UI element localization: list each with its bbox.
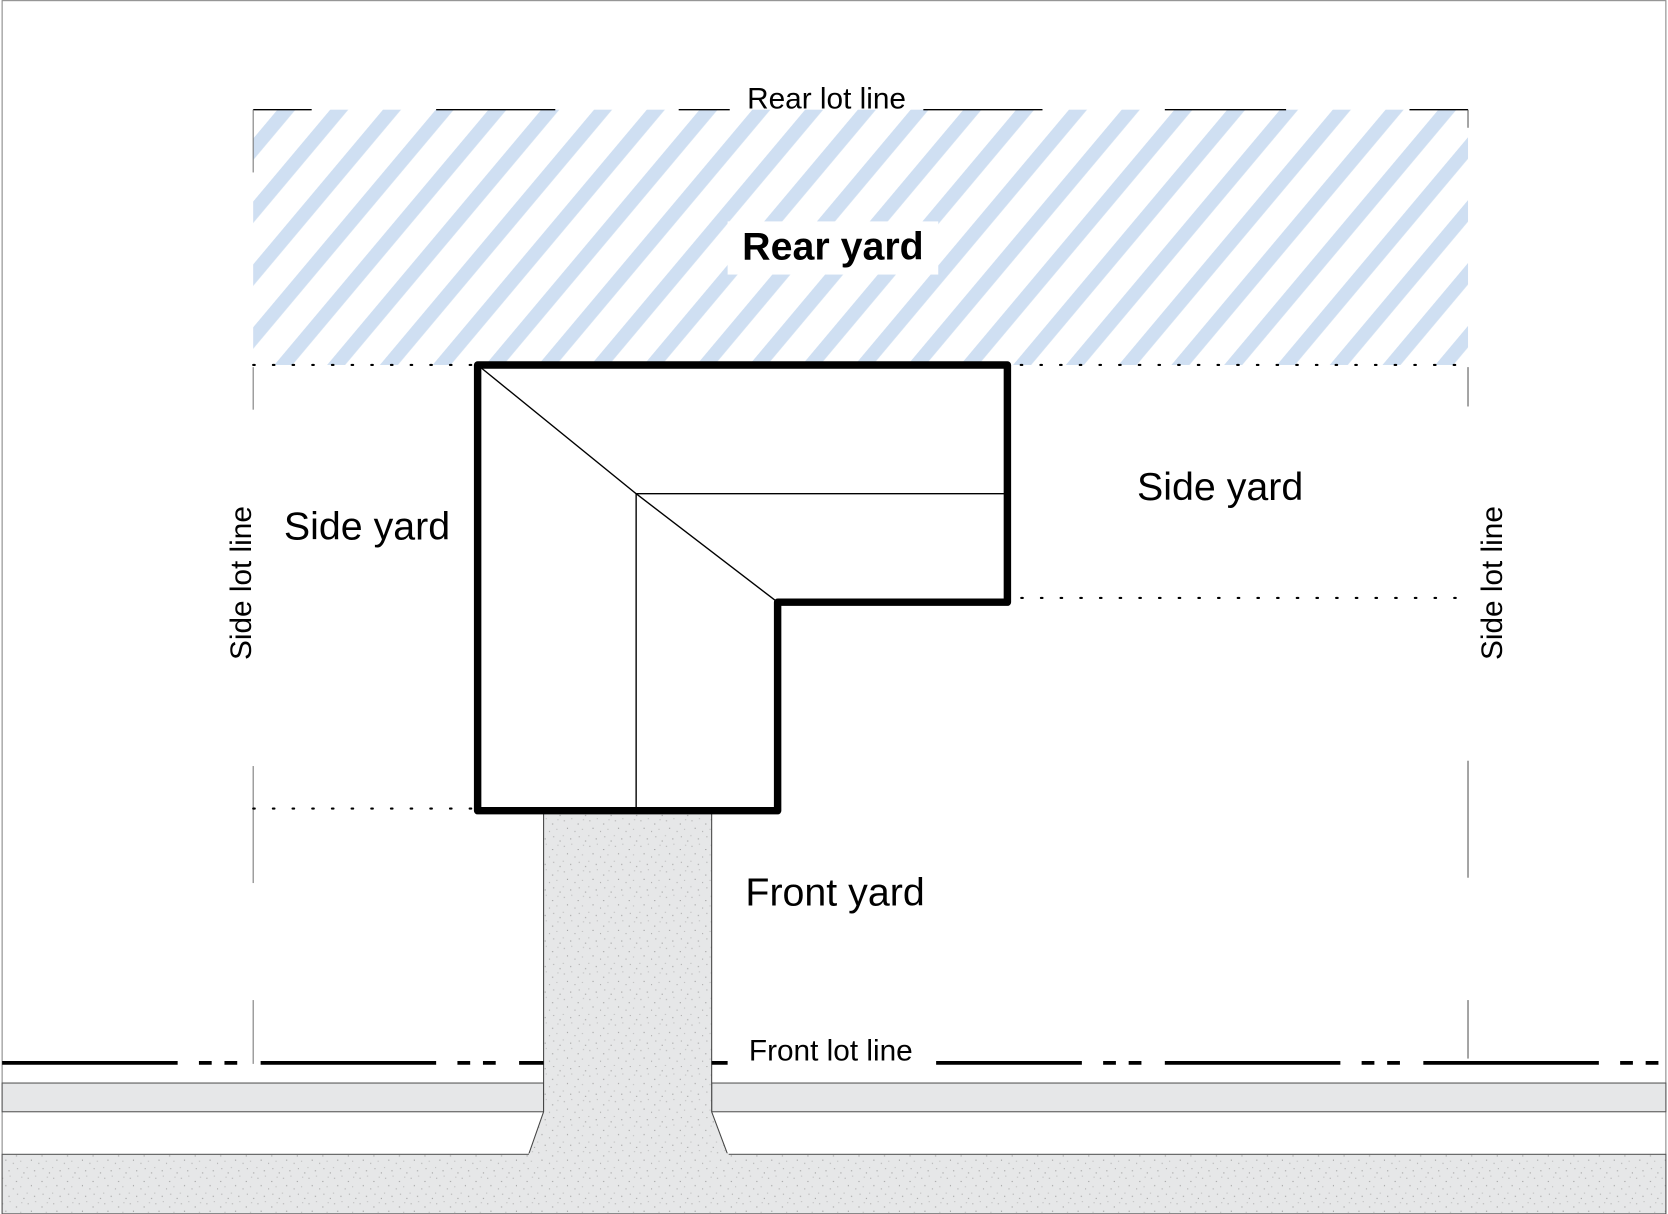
rear-lot-line-label: Rear lot line [747,83,906,116]
sidewalk-right [711,1082,1667,1113]
driveway [527,810,729,1155]
side-yard-left-label: Side yard [284,504,450,548]
side-lot-line-right-label: Side lot line [1476,506,1509,660]
roof-lines [477,364,1008,811]
building-footprint [473,361,1012,815]
sidewalk-left [1,1082,545,1113]
side-lot-line-left-label: Side lot line [225,506,258,660]
side-yard-right-label: Side yard [1137,465,1303,509]
front-yard-label: Front yard [745,870,924,914]
rear-yard-label: Rear yard [742,225,924,269]
front-lot-line-label: Front lot line [749,1035,913,1068]
street [1,1153,1667,1214]
